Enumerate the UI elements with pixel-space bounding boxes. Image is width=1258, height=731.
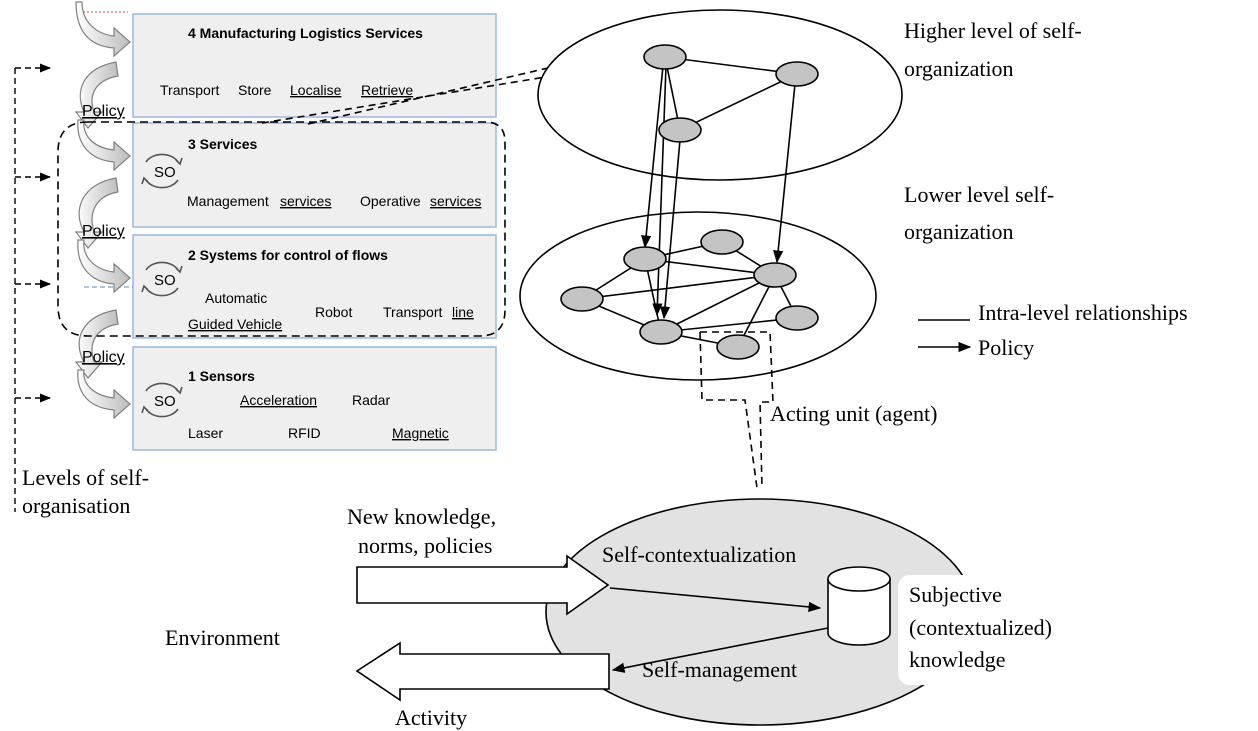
so-icon [141, 261, 183, 297]
self-contextualization-label: Self-contextualization [602, 542, 796, 567]
levels-axis-label-line2: organisation [22, 493, 130, 518]
so-icon [141, 382, 183, 418]
input-label-line1: New knowledge, [347, 504, 496, 529]
level-1-item: RFID [288, 425, 321, 441]
curve-arrow-policy-1a [74, 61, 119, 129]
higher-level-label-line2: organization [904, 56, 1014, 81]
so-label: SO [154, 272, 176, 289]
network-node [716, 334, 760, 360]
level-1-item: Magnetic [392, 425, 449, 441]
network-node [560, 286, 604, 312]
curve-arrow-policy-3a [74, 309, 119, 379]
network-diagram: Higher level of self- organization Lower… [519, 9, 1188, 489]
input-block-arrow [356, 554, 610, 616]
curve-arrow-policy-3b [77, 369, 131, 420]
level-4-item: Store [238, 82, 272, 98]
network-node [623, 246, 667, 272]
level-4-item: Localise [290, 82, 342, 98]
level-2-item: Robot [315, 304, 352, 320]
policy-label: Policy [82, 223, 125, 240]
level-2-item: Automatic [205, 290, 267, 306]
lower-level-label-line1: Lower level self- [904, 182, 1054, 207]
network-node [700, 229, 744, 255]
network-nodes [560, 44, 819, 360]
level-3-item: services [430, 193, 481, 209]
policy-curve-arrows [74, 1, 131, 420]
network-node [658, 117, 702, 143]
level-3-item: Operative [360, 193, 421, 209]
agent-label: Acting unit (agent) [770, 401, 937, 426]
level-3-item: services [280, 193, 331, 209]
level-3-box [132, 122, 497, 228]
knowledge-highlight [898, 575, 1154, 685]
self-management-label: Self-management [642, 657, 797, 682]
level-4-box [132, 13, 497, 118]
levels-panel: 4 Manufacturing Logistics Services Trans… [14, 1, 506, 518]
curve-arrow-policy-2b [77, 239, 131, 294]
network-node [753, 262, 797, 288]
legend-intra-label: Intra-level relationships [978, 300, 1188, 325]
network-node [775, 61, 819, 87]
database-icon [827, 566, 891, 646]
level-1-item: Radar [352, 392, 390, 408]
level-4-title: 4 Manufacturing Logistics Services [188, 25, 423, 41]
level-2-item: Guided Vehicle [188, 316, 282, 332]
curve-arrow-top [75, 1, 131, 58]
knowledge-label-line1: Subjective [909, 582, 1002, 607]
level-4-item: Transport [160, 82, 220, 98]
level-2-title: 2 Systems for control of flows [188, 247, 388, 263]
policy-label: Policy [82, 349, 125, 366]
higher-level-label-line1: Higher level of self- [904, 18, 1082, 43]
lower-level-ellipse [519, 211, 877, 381]
environment-label: Environment [165, 625, 280, 650]
knowledge-label-line3: knowledge [909, 647, 1006, 672]
levels-axis-bracket [14, 63, 52, 512]
network-node [775, 305, 819, 331]
level-2-box [132, 234, 497, 339]
network-node [639, 319, 683, 345]
input-label-line2: norms, policies [358, 533, 492, 558]
knowledge-label-line2: (contextualized) [909, 615, 1052, 640]
legend-policy-label: Policy [978, 335, 1034, 360]
agent-callout-dashed [699, 331, 774, 489]
level-2-item: line [452, 304, 474, 320]
activity-label: Activity [395, 705, 467, 730]
levels-axis-label-line1: Levels of self- [22, 465, 149, 490]
management-arrow [611, 627, 829, 673]
network-node [643, 44, 687, 70]
agent-detail: New knowledge, norms, policies Self-cont… [165, 498, 1154, 730]
level-3-item: Management [187, 193, 269, 209]
level-group-dashed-outline [57, 121, 506, 337]
lower-level-label-line2: organization [904, 219, 1014, 244]
level-1-item: Acceleration [240, 392, 317, 408]
level-2-item: Transport [383, 304, 443, 320]
zoom-connector-lines [261, 63, 566, 125]
so-label: SO [154, 393, 176, 410]
level-1-item: Laser [188, 425, 223, 441]
level-4-item: Retrieve [361, 82, 413, 98]
level-3-title: 3 Services [188, 136, 257, 152]
higher-level-ellipse [537, 9, 903, 181]
curve-arrow-policy-1b [77, 119, 131, 172]
policy-label: Policy [82, 103, 125, 120]
output-block-arrow [355, 641, 610, 702]
level-1-box [132, 346, 497, 451]
so-label: SO [154, 164, 176, 181]
level-1-title: 1 Sensors [188, 368, 255, 384]
so-icon [141, 153, 183, 189]
context-arrow [609, 587, 822, 613]
